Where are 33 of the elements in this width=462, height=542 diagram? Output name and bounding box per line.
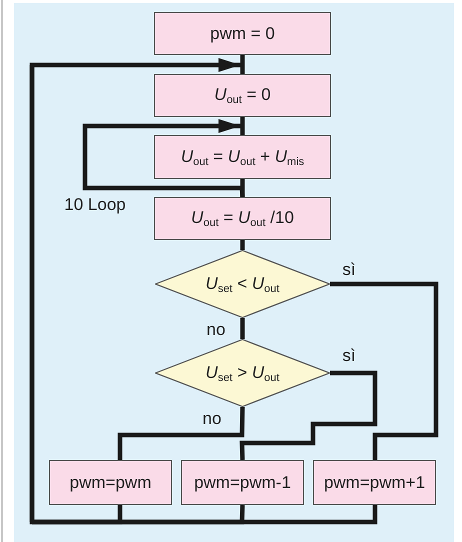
- process-box: [181, 460, 304, 505]
- process-box: [154, 197, 331, 240]
- process-text: U$_{out}$ = U$_{out}$ /10: [191, 208, 294, 229]
- connector-line: [32, 505, 378, 524]
- process-box: [154, 135, 331, 179]
- connector-line: [330, 282, 438, 460]
- connector-line: [82, 119, 245, 198]
- decision-diamond: [155, 339, 330, 407]
- process-text: pwm=pwm: [70, 472, 152, 492]
- process-text: pwm=pwm-1: [194, 472, 291, 492]
- connector-line: [240, 117, 245, 135]
- process-box: [154, 12, 331, 55]
- process-text: pwm=pwm+1: [324, 472, 426, 492]
- decision-diamond: [155, 250, 330, 318]
- process-box: [49, 460, 172, 505]
- connector-line: [240, 55, 245, 74]
- edge-label: no: [206, 320, 226, 340]
- edge-label: sì: [342, 260, 356, 280]
- connector-line: [240, 370, 378, 460]
- connector-line: [240, 318, 245, 339]
- condition-text: U$_{set}$ > U$_{out}$: [206, 362, 280, 384]
- process-text: U$_{out}$ = 0: [214, 85, 271, 106]
- process-text: U$_{out}$ = U$_{out}$ + U$_{mis}$: [180, 146, 304, 168]
- process-box: [313, 460, 436, 505]
- condition-text: U$_{set}$ < U$_{out}$: [206, 274, 280, 294]
- edge-label: sì: [342, 346, 356, 366]
- process-text: pwm = 0: [210, 24, 275, 44]
- connector-line: [240, 179, 245, 197]
- edge-label: 10 Loop: [64, 195, 126, 215]
- connector-line: [240, 240, 245, 250]
- edge-label: no: [202, 409, 222, 429]
- process-box: [154, 74, 331, 117]
- connector-line: [118, 406, 245, 460]
